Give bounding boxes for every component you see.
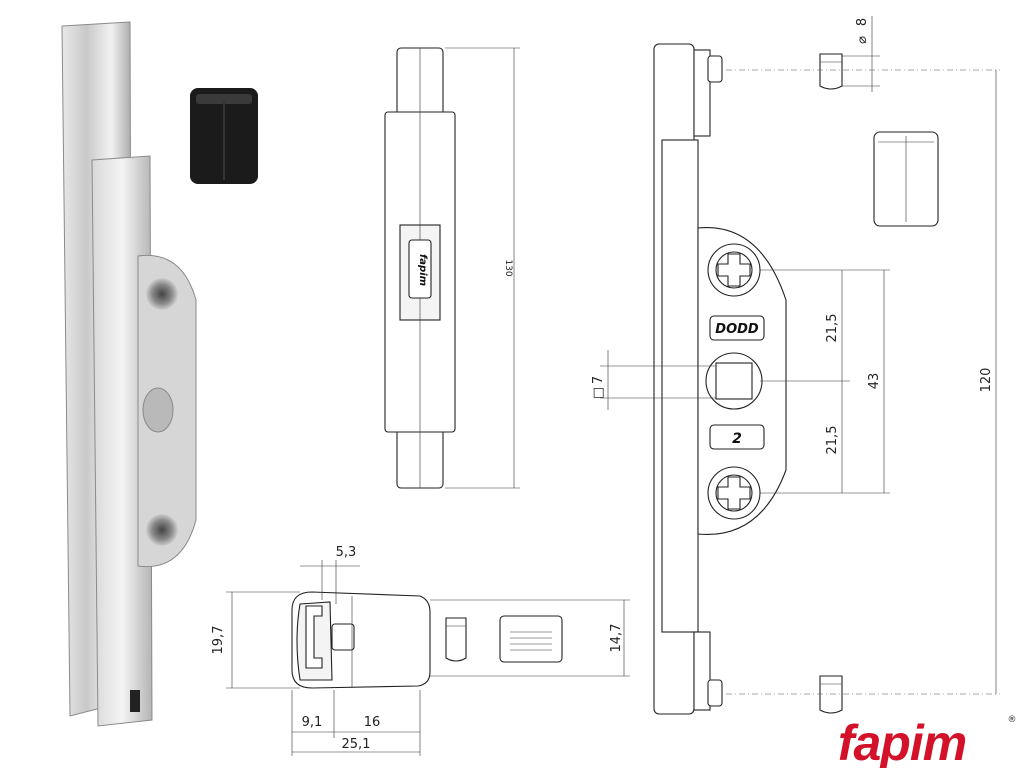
dim-spacing-total: 43 [867,373,882,390]
screw-top-icon [707,243,761,297]
dim-bottom-b: 16 [364,715,381,730]
label-dodd: DODD [715,322,759,337]
dim-bottom-a: 9,1 [302,715,323,730]
dim-pin-diameter-symbol: ⌀ [855,36,870,44]
front-view: fapim 130 [384,47,520,489]
dim-spacing-lower: 21,5 [825,426,840,455]
black-cap-photo [190,88,258,184]
dim-height-right: 14,7 [609,624,624,653]
front-stamp: fapim [417,254,428,286]
fapim-logo: fapim ® [838,715,1017,768]
logo-text: fapim [838,715,966,768]
dim-total-length: 120 [979,368,994,393]
dim-square-symbol: □ [591,387,606,399]
label-size: 2 [732,431,742,447]
dim-spacing-upper: 21,5 [825,314,840,343]
dim-bottom-total: 25,1 [342,737,371,752]
screw-icon [146,514,178,546]
dim-pin-diameter: 8 [855,18,870,26]
screw-icon [146,278,178,310]
dim-square-drive: 7 [591,376,606,384]
logo-registered: ® [1008,715,1017,725]
side-view: DODD 2 ⌀ 8 21,5 21,5 43 120 [591,16,1000,715]
dim-top: 5,3 [336,545,357,560]
product-photo [61,21,197,727]
section-view: 5,3 19,7 14,7 9,1 16 25,1 [211,545,630,756]
screw-bottom-icon [707,466,761,520]
dim-130: 130 [503,259,513,276]
dim-height-left: 19,7 [211,626,226,655]
